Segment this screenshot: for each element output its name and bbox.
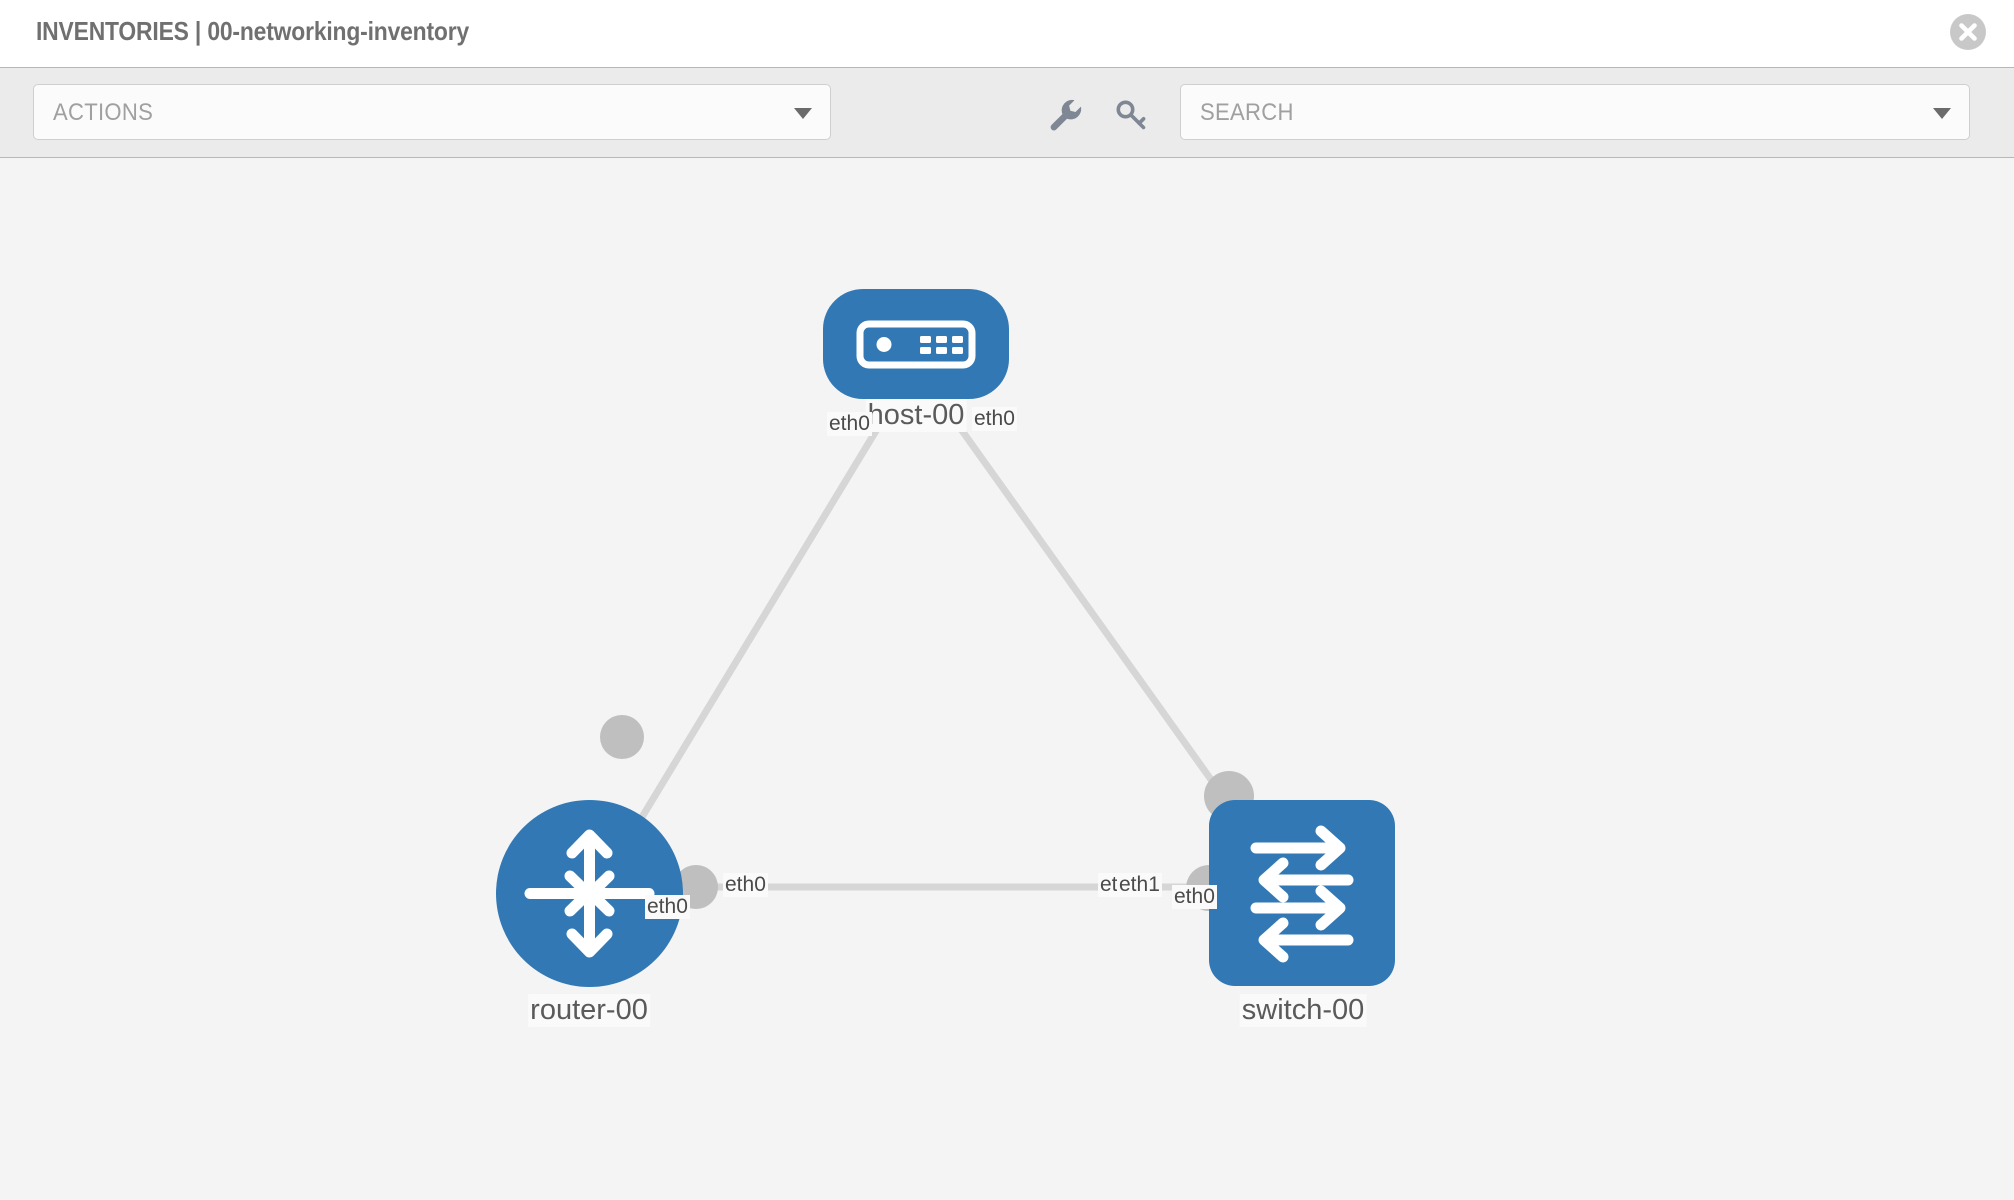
toolbar: ACTIONS SEARCH [0,68,2014,158]
node-switch-00[interactable] [1209,800,1395,986]
node-label-host-00: host-00 [865,399,967,432]
nub-router-top [600,715,644,759]
iface-label-router-right: eth0 [723,873,768,897]
node-router-00[interactable] [496,800,683,987]
edge-host-router [632,407,892,831]
chevron-down-icon [794,108,812,119]
iface-label-router-top: eth0 [645,895,690,919]
iface-label-host-left: eth0 [827,412,872,436]
iface-label-switch-top: eth0 [1172,885,1217,909]
key-icon[interactable] [1112,94,1152,134]
iface-label-host-right: eth0 [972,407,1017,431]
edge-host-switch [944,407,1226,799]
router-arrows-icon [524,829,655,958]
node-host-00[interactable] [823,289,1009,399]
iface-label-switch-left: eth1 [1117,873,1162,897]
page-title: INVENTORIES | 00-networking-inventory [36,16,470,46]
actions-dropdown[interactable]: ACTIONS [33,84,831,140]
node-label-switch-00: switch-00 [1239,994,1367,1027]
wrench-icon[interactable] [1044,94,1084,134]
search-input[interactable]: SEARCH [1180,84,1970,140]
close-icon[interactable] [1950,14,1986,50]
node-label-router-00: router-00 [528,994,650,1027]
server-icon [856,320,976,369]
topology-canvas[interactable]: host-00 eth0 eth0 [0,159,2014,1200]
search-placeholder-label: SEARCH [1200,99,1294,126]
chevron-down-icon [1933,108,1951,119]
title-bar: INVENTORIES | 00-networking-inventory [0,0,2014,68]
switch-arrows-icon [1250,825,1354,963]
actions-dropdown-label: ACTIONS [53,99,154,126]
